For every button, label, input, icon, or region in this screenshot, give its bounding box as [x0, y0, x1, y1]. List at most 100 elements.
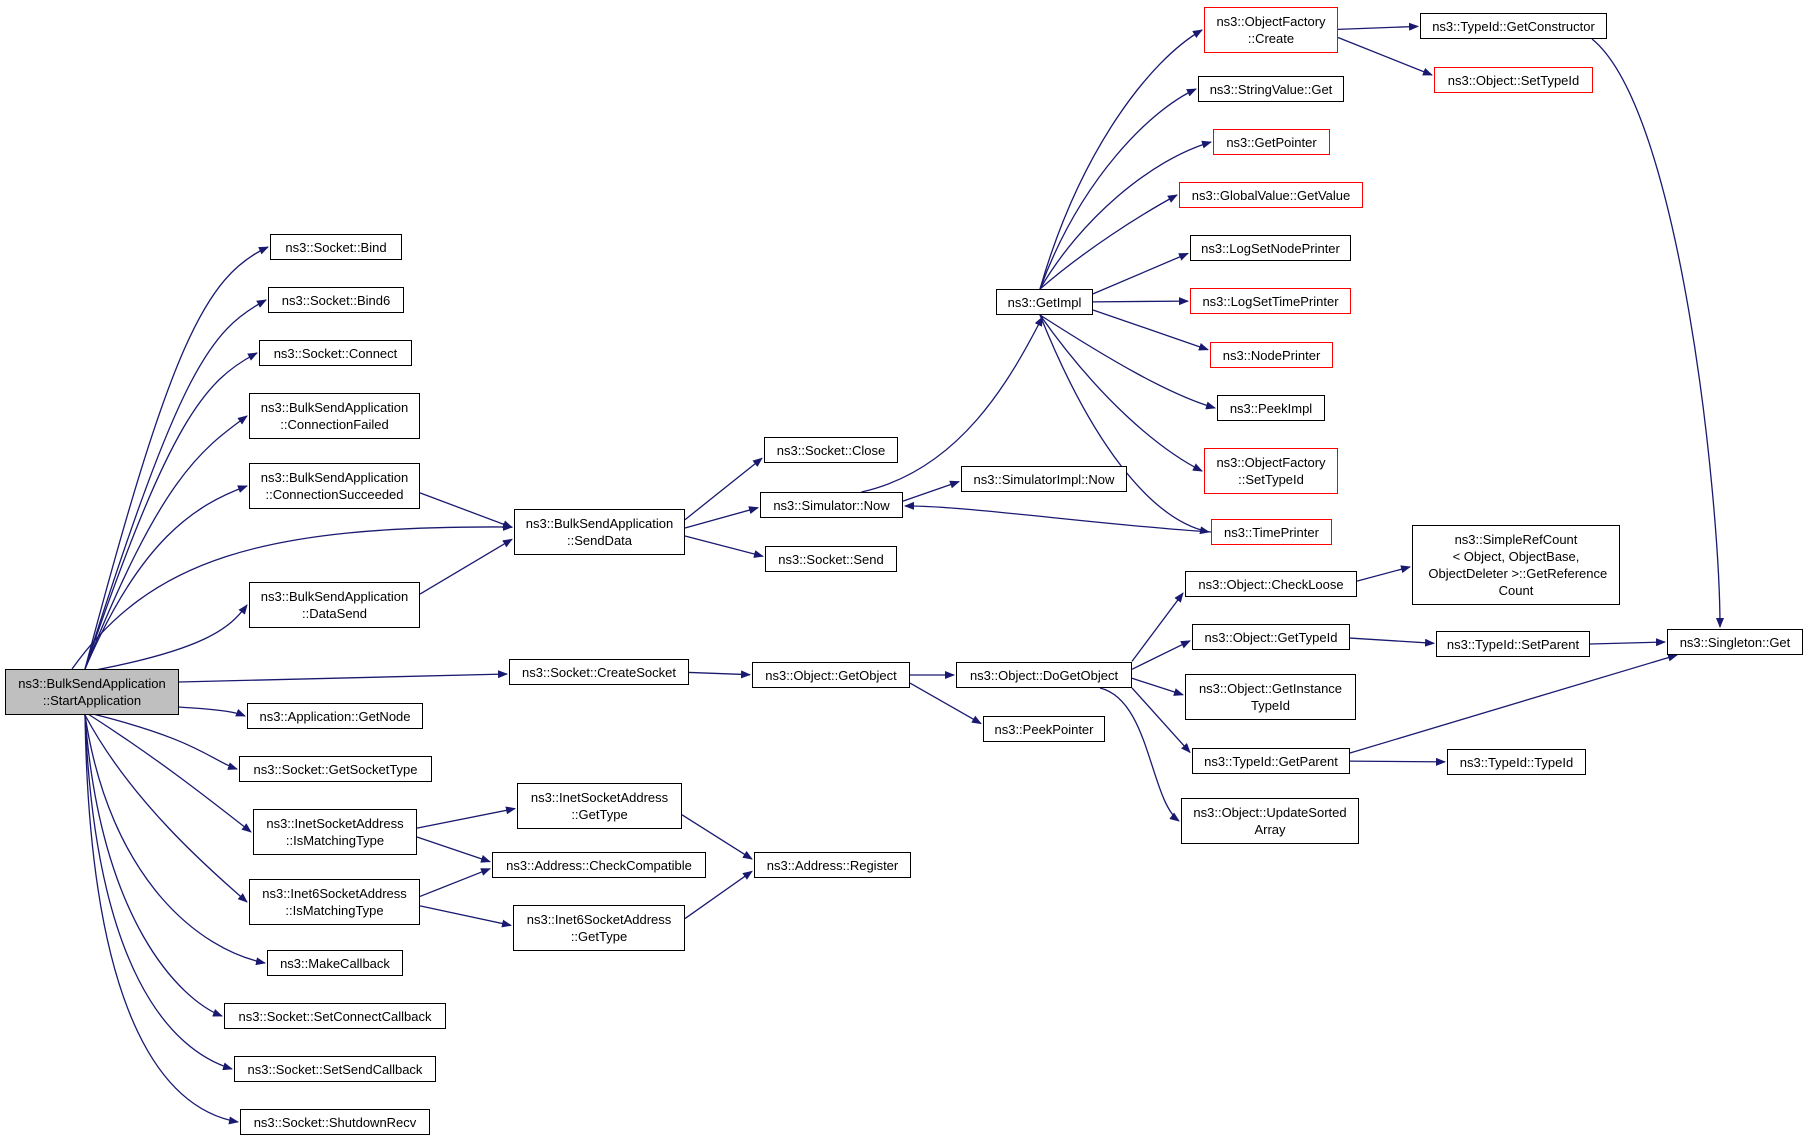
- node-inet6-gettype[interactable]: ns3::Inet6SocketAddress ::GetType: [513, 905, 685, 951]
- node-typeid-typeid[interactable]: ns3::TypeId::TypeId: [1447, 749, 1586, 775]
- node-get-impl[interactable]: ns3::GetImpl: [996, 289, 1093, 315]
- node-typeid-getconstructor[interactable]: ns3::TypeId::GetConstructor: [1420, 13, 1607, 39]
- node-create-socket[interactable]: ns3::Socket::CreateSocket: [509, 659, 689, 685]
- node-conn-failed[interactable]: ns3::BulkSendApplication ::ConnectionFai…: [249, 393, 420, 439]
- node-simimpl-now[interactable]: ns3::SimulatorImpl::Now: [961, 466, 1127, 492]
- edge-start-app-to-create-socket: [178, 670, 508, 683]
- node-label: ns3::Address::Register: [766, 857, 899, 873]
- node-sock-setsendcb[interactable]: ns3::Socket::SetSendCallback: [234, 1056, 436, 1082]
- edge-object-dogetobject-to-object-gettypeid: [1131, 640, 1191, 670]
- node-object-getinstancetypeid[interactable]: ns3::Object::GetInstance TypeId: [1185, 674, 1356, 720]
- node-conn-succ[interactable]: ns3::BulkSendApplication ::ConnectionSuc…: [249, 463, 420, 509]
- node-start-app: ns3::BulkSendApplication ::StartApplicat…: [5, 669, 179, 715]
- node-app-getnode[interactable]: ns3::Application::GetNode: [247, 703, 423, 729]
- node-inet-gettype[interactable]: ns3::InetSocketAddress ::GetType: [517, 783, 682, 829]
- node-label: ns3::LogSetTimePrinter: [1202, 293, 1339, 309]
- edge-start-app-to-data-send: [84, 604, 248, 673]
- node-time-printer[interactable]: ns3::TimePrinter: [1211, 519, 1332, 545]
- node-get-pointer[interactable]: ns3::GetPointer: [1213, 129, 1330, 155]
- edge-start-app-to-send-data: [71, 522, 513, 670]
- node-label: ns3::Socket::Connect: [273, 345, 398, 361]
- edge-time-printer-to-sim-now: [904, 501, 1212, 533]
- node-sock-bind[interactable]: ns3::Socket::Bind: [270, 234, 402, 260]
- node-objfactory-settypeid[interactable]: ns3::ObjectFactory ::SetTypeId: [1204, 448, 1338, 494]
- edge-start-app-to-sock-bind: [84, 246, 269, 670]
- edge-inet-ismatch-to-address-checkcompat: [416, 836, 491, 863]
- edge-send-data-to-sim-now: [684, 506, 759, 529]
- edge-start-app-to-sock-getsockettype: [84, 711, 238, 770]
- node-inet6-ismatch[interactable]: ns3::Inet6SocketAddress ::IsMatchingType: [249, 879, 420, 925]
- node-label: ns3::Inet6SocketAddress ::GetType: [526, 912, 672, 944]
- node-label: ns3::Object::DoGetObject: [969, 667, 1119, 683]
- node-peek-impl[interactable]: ns3::PeekImpl: [1217, 395, 1325, 421]
- node-peek-pointer[interactable]: ns3::PeekPointer: [983, 716, 1105, 742]
- edge-inet6-ismatch-to-inet6-gettype: [419, 905, 512, 928]
- node-address-checkcompat[interactable]: ns3::Address::CheckCompatible: [492, 852, 706, 878]
- edge-get-impl-to-globalvalue-getvalue: [1039, 194, 1178, 290]
- node-stringvalue-get[interactable]: ns3::StringValue::Get: [1198, 76, 1344, 102]
- edge-start-app-to-sock-connect: [84, 352, 258, 670]
- edge-object-gettypeid-to-typeid-setparent: [1349, 637, 1435, 647]
- node-label: ns3::Inet6SocketAddress ::IsMatchingType: [262, 886, 407, 918]
- edge-data-send-to-send-data: [419, 538, 513, 595]
- node-object-settypeid[interactable]: ns3::Object::SetTypeId: [1434, 67, 1593, 93]
- node-object-dogetobject[interactable]: ns3::Object::DoGetObject: [956, 662, 1132, 688]
- node-sock-close[interactable]: ns3::Socket::Close: [764, 437, 898, 463]
- edge-inet-ismatch-to-inet-gettype: [416, 806, 516, 829]
- node-label: ns3::MakeCallback: [280, 955, 390, 971]
- node-globalvalue-getvalue[interactable]: ns3::GlobalValue::GetValue: [1179, 182, 1363, 208]
- node-log-settimeprinter[interactable]: ns3::LogSetTimePrinter: [1190, 288, 1351, 314]
- node-label: ns3::Socket::GetSocketType: [253, 761, 418, 777]
- edge-objfactory-create-to-object-settypeid: [1337, 36, 1433, 76]
- node-label: ns3::NodePrinter: [1222, 347, 1321, 363]
- node-label: ns3::ObjectFactory ::Create: [1216, 14, 1326, 46]
- edge-start-app-to-conn-failed: [84, 415, 248, 670]
- node-label: ns3::Object::UpdateSorted Array: [1193, 805, 1347, 837]
- node-label: ns3::ObjectFactory ::SetTypeId: [1216, 455, 1326, 487]
- node-label: ns3::Socket::Send: [778, 551, 884, 567]
- node-sock-shutdownrecv[interactable]: ns3::Socket::ShutdownRecv: [240, 1109, 430, 1135]
- edge-inet6-ismatch-to-address-checkcompat: [419, 868, 491, 898]
- node-singleton-get[interactable]: ns3::Singleton::Get: [1667, 629, 1803, 655]
- node-label: ns3::StringValue::Get: [1209, 81, 1333, 97]
- node-label: ns3::GetPointer: [1226, 134, 1317, 150]
- node-sock-setconnectcb[interactable]: ns3::Socket::SetConnectCallback: [224, 1003, 446, 1029]
- node-make-callback[interactable]: ns3::MakeCallback: [267, 950, 403, 976]
- node-object-getobject[interactable]: ns3::Object::GetObject: [752, 662, 910, 688]
- node-label: ns3::TypeId::GetParent: [1204, 753, 1338, 769]
- node-typeid-setparent[interactable]: ns3::TypeId::SetParent: [1436, 631, 1590, 657]
- node-address-register[interactable]: ns3::Address::Register: [754, 852, 911, 878]
- node-label: ns3::TypeId::SetParent: [1446, 636, 1580, 652]
- node-data-send[interactable]: ns3::BulkSendApplication ::DataSend: [249, 582, 420, 628]
- node-label: ns3::Socket::SetSendCallback: [247, 1061, 423, 1077]
- node-sock-send[interactable]: ns3::Socket::Send: [765, 546, 897, 572]
- node-label: ns3::LogSetNodePrinter: [1201, 240, 1340, 256]
- node-objfactory-create[interactable]: ns3::ObjectFactory ::Create: [1204, 7, 1338, 53]
- node-inet-ismatch[interactable]: ns3::InetSocketAddress ::IsMatchingType: [253, 809, 417, 855]
- node-sock-bind6[interactable]: ns3::Socket::Bind6: [268, 287, 404, 313]
- edge-inet-gettype-to-address-register: [681, 814, 753, 860]
- node-sock-connect[interactable]: ns3::Socket::Connect: [259, 340, 412, 366]
- node-label: ns3::Socket::Bind6: [281, 292, 391, 308]
- edge-start-app-to-sock-setconnectcb: [84, 714, 223, 1017]
- node-label: ns3::Socket::Close: [776, 442, 886, 458]
- node-log-setnodeprinter[interactable]: ns3::LogSetNodePrinter: [1190, 235, 1351, 261]
- edge-typeid-setparent-to-singleton-get: [1589, 638, 1666, 647]
- node-label: ns3::SimpleRefCount < Object, ObjectBase…: [1428, 532, 1608, 598]
- node-label: ns3::BulkSendApplication ::DataSend: [260, 589, 409, 621]
- edge-start-app-to-sock-shutdownrecv: [84, 714, 239, 1125]
- node-node-printer[interactable]: ns3::NodePrinter: [1210, 342, 1333, 368]
- node-label: ns3::Object::CheckLoose: [1198, 576, 1344, 592]
- node-label: ns3::GetImpl: [1007, 294, 1082, 310]
- node-label: ns3::Object::GetObject: [765, 667, 897, 683]
- node-sim-now[interactable]: ns3::Simulator::Now: [760, 492, 903, 518]
- node-send-data[interactable]: ns3::BulkSendApplication ::SendData: [514, 509, 685, 555]
- node-object-checkloose[interactable]: ns3::Object::CheckLoose: [1185, 571, 1357, 597]
- node-typeid-getparent[interactable]: ns3::TypeId::GetParent: [1192, 748, 1350, 774]
- node-sock-getsockettype[interactable]: ns3::Socket::GetSocketType: [239, 756, 432, 782]
- node-object-gettypeid[interactable]: ns3::Object::GetTypeId: [1192, 624, 1350, 650]
- node-object-updatesortedarray[interactable]: ns3::Object::UpdateSorted Array: [1181, 798, 1359, 844]
- edge-object-dogetobject-to-typeid-getparent: [1131, 687, 1191, 754]
- node-simplerefcount[interactable]: ns3::SimpleRefCount < Object, ObjectBase…: [1412, 525, 1620, 605]
